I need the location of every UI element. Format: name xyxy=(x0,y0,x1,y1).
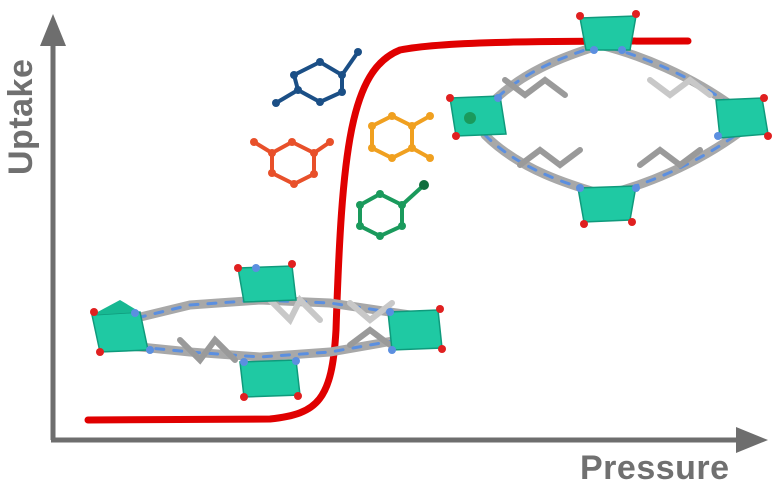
para-xylene-molecule xyxy=(272,48,362,107)
zinc-node-open-bottom xyxy=(577,185,637,223)
zinc-node-right xyxy=(387,309,443,351)
zinc-node-top xyxy=(237,265,297,303)
isotherm-curve xyxy=(84,37,692,424)
zinc-node-bottom xyxy=(239,359,301,398)
closed-framework-atoms xyxy=(90,260,446,401)
y-axis-label: Uptake xyxy=(2,58,40,175)
zinc-node-open-left xyxy=(449,95,507,137)
closed-framework xyxy=(90,260,446,401)
meta-xylene-molecule xyxy=(250,138,334,188)
open-framework-linkers xyxy=(480,40,745,200)
open-framework xyxy=(446,10,772,228)
zinc-node-left xyxy=(91,311,149,353)
open-framework-atoms xyxy=(446,10,772,228)
ortho-xylene-molecule xyxy=(368,112,434,162)
closed-framework-nodes xyxy=(91,265,443,398)
axes xyxy=(40,14,768,453)
toluene-molecule xyxy=(356,180,429,240)
y-axis-arrowhead xyxy=(40,14,66,46)
zinc-node-open-right xyxy=(715,97,769,139)
open-framework-nodes xyxy=(449,15,769,223)
closed-framework-linkers xyxy=(115,294,415,365)
x-axis-arrowhead xyxy=(736,427,768,453)
x-axis-label: Pressure xyxy=(580,449,730,487)
zinc-node-open-top xyxy=(579,15,637,51)
